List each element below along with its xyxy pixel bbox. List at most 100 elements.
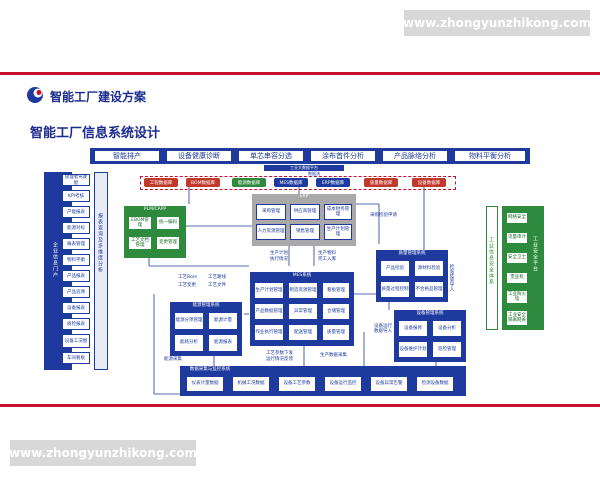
flow-label: 工艺变更: [178, 283, 196, 288]
db-mes: MES数据库: [274, 178, 308, 187]
page-title: 智能工厂信息系统设计: [30, 126, 161, 141]
acquisition-item[interactable]: 设备异常告警: [370, 376, 408, 392]
plm-panel: PLM/CAPP EBOM管理 统一编码 工艺文档管理 变更管理: [124, 206, 186, 258]
tab-equipment-health[interactable]: 设备健康诊断: [166, 150, 232, 162]
flow-label: 检验结果导入: [449, 264, 454, 291]
tab-coating-analysis[interactable]: 涂布首件分析: [310, 150, 376, 162]
logo-icon: [26, 86, 44, 104]
report-item[interactable]: 管理者驾驶舱: [62, 174, 90, 186]
database-row: [140, 176, 456, 190]
erp-panel: ERP 采购管理 供应商管理 成本财务管理 人力资源管理 销售管理 生产计划管理: [252, 194, 356, 246]
mes-item[interactable]: 质量管理: [322, 324, 350, 341]
quality-item[interactable]: 源材料检验: [414, 260, 444, 277]
plm-item[interactable]: EBOM管理: [128, 216, 152, 230]
db-equipment: 设备数据库: [412, 178, 446, 187]
flow-label: 执行情况: [270, 257, 288, 262]
plm-title: PLM/CAPP: [143, 207, 167, 212]
flow-label: 设备运行数据导入: [374, 324, 392, 335]
report-item[interactable]: 设备报表: [62, 302, 90, 314]
quality-panel: 质量管理系统 产品检验 源材料检验 质量过程控制 不合格品管理: [376, 250, 448, 302]
big-data-platform-label: 工业大数据平台: [264, 165, 344, 171]
quality-title: 质量管理系统: [398, 251, 426, 256]
report-item[interactable]: 产能报表: [62, 206, 90, 218]
report-item[interactable]: 产品报表: [62, 270, 90, 282]
mes-item[interactable]: 制造资源管理: [288, 282, 318, 299]
mes-title: MES系统: [292, 273, 312, 278]
flow-label: 能源采集: [164, 357, 182, 362]
erp-item[interactable]: 人力资源管理: [256, 224, 286, 240]
equipment-title: 设备管理系统: [416, 311, 444, 316]
data-acquisition-panel: 数据采集与监控系统 仪表计量数据 机械工况数据 设备工艺参数 设备运行监控 设备…: [180, 366, 466, 396]
mes-item[interactable]: 异常管理: [288, 303, 318, 320]
security-item[interactable]: 安全卫士: [506, 252, 528, 264]
erp-item[interactable]: 销售管理: [290, 224, 320, 240]
energy-item[interactable]: 能源分项管理: [174, 312, 204, 330]
report-item[interactable]: 产品追溯: [62, 286, 90, 298]
plm-item[interactable]: 统一编码: [156, 216, 180, 230]
equipment-item[interactable]: 巡检管理: [432, 341, 462, 358]
report-item[interactable]: 质检报表: [62, 318, 90, 330]
watermark-top: www.zhongyunzhikong.com: [403, 10, 591, 36]
acquisition-item[interactable]: 设备运行监控: [324, 376, 362, 392]
acquisition-item[interactable]: 检测设备数据: [416, 376, 454, 392]
quality-item[interactable]: 质量过程控制: [380, 281, 410, 298]
security-platform-label: 工业安全平台: [532, 236, 538, 272]
energy-item[interactable]: 能耗分析: [174, 334, 204, 352]
mes-item[interactable]: 产品数据管理: [254, 303, 284, 320]
flow-label: 工艺Bom: [178, 275, 198, 280]
energy-item[interactable]: 能源报表: [208, 334, 238, 352]
acquisition-item[interactable]: 仪表计量数据: [186, 376, 224, 392]
data-acquisition-title: 数据采集与监控系统: [189, 367, 231, 372]
plm-item[interactable]: 工艺文档管理: [128, 236, 152, 250]
db-energy: 能源数据库: [232, 178, 266, 187]
db-quality: 质量数据库: [364, 178, 398, 187]
equipment-item[interactable]: 设备分析: [432, 320, 462, 337]
mes-item[interactable]: 作业执行管理: [254, 324, 284, 341]
report-item[interactable]: 报表管理: [62, 238, 90, 250]
report-item[interactable]: KPI考核: [62, 190, 90, 202]
security-item[interactable]: 工业安全隔离网关: [506, 310, 528, 326]
erp-item[interactable]: 供应商管理: [290, 204, 320, 220]
mes-item[interactable]: 生产计划管理: [254, 282, 284, 299]
security-item[interactable]: 流量审计: [506, 232, 528, 244]
acquisition-item[interactable]: 机械工况数据: [232, 376, 270, 392]
flow-label: 生产计划: [270, 251, 288, 256]
erp-item[interactable]: 生产计划管理: [324, 224, 352, 240]
multidim-analysis-label: 报表查询及多维度分析: [97, 213, 103, 273]
erp-item[interactable]: 采购管理: [256, 204, 286, 220]
tab-material-balance[interactable]: 物料平衡分析: [454, 150, 526, 162]
security-item[interactable]: 网络安全: [506, 212, 528, 224]
system-diagram: 智能排产 设备健康诊断 单芯串容分选 涂布首件分析 产品脉络分析 物料平衡分析 …: [44, 144, 554, 396]
erp-item[interactable]: 成本财务管理: [324, 204, 352, 220]
mes-panel: MES系统 生产计划管理 制造资源管理 看板管理 产品数据管理 异常管理 仓储管…: [250, 272, 354, 346]
erp-title: ERP: [299, 194, 309, 199]
bottom-divider: [0, 404, 600, 407]
header-title: 智能工厂建设方案: [50, 90, 147, 104]
mes-item[interactable]: 配送管理: [288, 324, 318, 341]
data-flow-label: 数据流: [308, 171, 320, 176]
watermark-bottom: www.zhongyunzhikong.com: [9, 440, 197, 466]
flow-label: 工艺路线: [208, 275, 226, 280]
report-item[interactable]: 能源对标: [62, 222, 90, 234]
energy-title: 能源管理系统: [192, 303, 220, 308]
report-item[interactable]: 物料平衡: [62, 254, 90, 266]
mes-item[interactable]: 看板管理: [322, 282, 350, 299]
flow-label: 完工入库: [318, 257, 336, 262]
report-item[interactable]: 车间看板: [62, 352, 90, 364]
equipment-item[interactable]: 设备维护计划: [398, 341, 428, 358]
equipment-item[interactable]: 设备报修: [398, 320, 428, 337]
plm-item[interactable]: 变更管理: [156, 236, 180, 250]
mes-item[interactable]: 仓储管理: [322, 303, 350, 320]
tab-scheduling[interactable]: 智能排产: [94, 150, 160, 162]
security-panel: 网络安全 流量审计 安全卫士 堡垒机 工业防火墙 工业安全隔离网关 工业安全平台: [502, 206, 544, 330]
tab-cell-sorting[interactable]: 单芯串容分选: [238, 150, 304, 162]
acquisition-item[interactable]: 设备工艺参数: [278, 376, 316, 392]
energy-item[interactable]: 能源计量: [208, 312, 238, 330]
report-item[interactable]: 设备工况图: [62, 334, 90, 348]
enterprise-portal-title: 企业信息门户: [52, 242, 58, 278]
quality-item[interactable]: 产品检验: [380, 260, 410, 277]
security-item[interactable]: 工业防火墙: [506, 290, 528, 304]
security-item[interactable]: 堡垒机: [506, 272, 528, 284]
tab-product-analysis[interactable]: 产品脉络分析: [382, 150, 448, 162]
quality-item[interactable]: 不合格品管理: [414, 281, 444, 298]
